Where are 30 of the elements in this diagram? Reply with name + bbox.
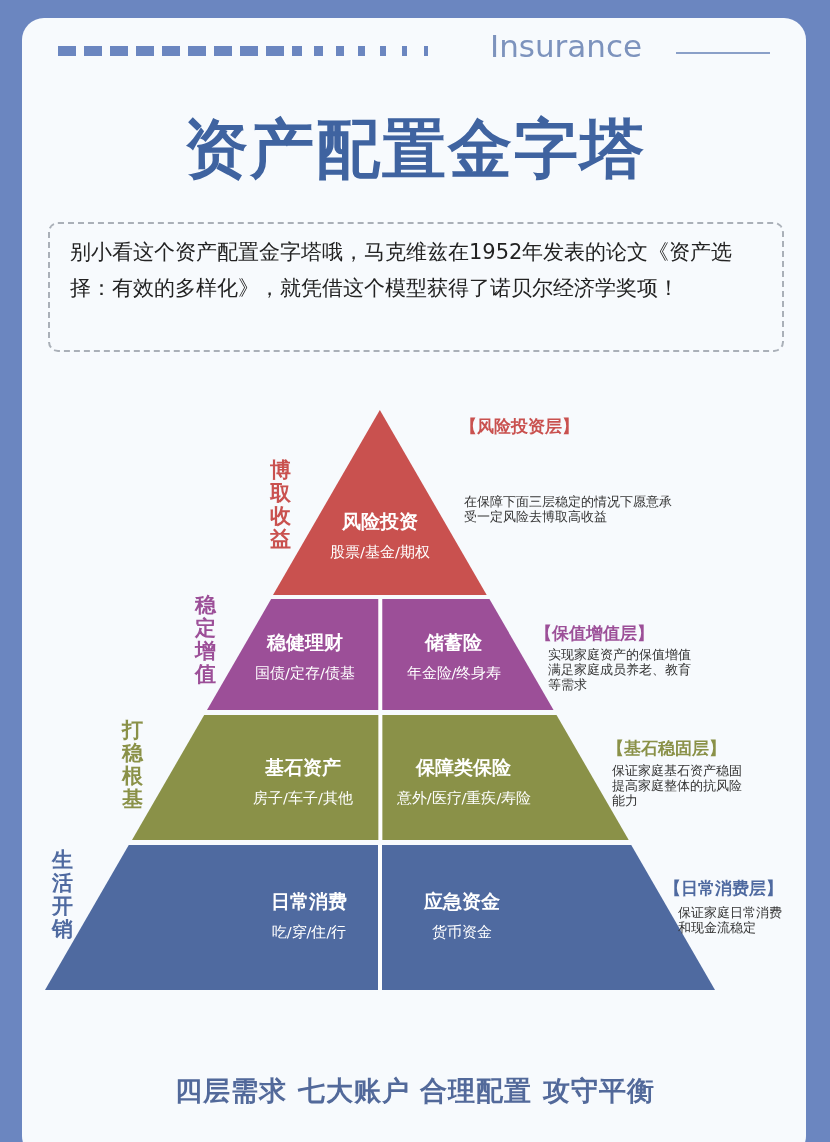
header-text: Insurance [490,28,643,64]
title: 资产配置金字塔 [183,111,647,188]
account-name: 风险投资 [342,508,418,534]
side-label: 稳定增值 [194,594,216,686]
tier-heading: 【基石稳固层】 [607,737,726,760]
account-items: 国债/定存/债基 [255,663,355,683]
caption: 四层需求 七大账户 合理配置 攻守平衡 [174,1074,656,1108]
tier-description: 实现家庭资产的保值增值满足家庭成员养老、教育等需求 [548,647,692,692]
side-label: 打稳根基 [121,719,143,811]
side-label: 博取收益 [269,459,291,551]
account-name: 应急资金 [424,888,500,914]
account-name: 稳健理财 [267,629,343,655]
account-name: 日常消费 [271,888,347,914]
account-items: 房子/车子/其他 [253,788,353,808]
account-items: 货币资金 [432,922,492,942]
account-name: 储蓄险 [425,629,483,655]
account-items: 意外/医疗/重疾/寿险 [396,788,532,808]
tier-description: 保证家庭日常消费和现金流稳定 [678,905,782,935]
account-items: 吃/穿/住/行 [271,922,347,942]
tier-description: 保证家庭基石资产稳固提高家庭整体的抗风险能力 [612,763,742,808]
tier-heading: 【保值增值层】 [535,622,654,645]
intro-note: 别小看这个资产配置金字塔哦，马克维兹在1952年发表的论文《资产选择：有效的多样化》，就凭借这个模型获得了诺贝尔经济学奖项！ [48,222,784,352]
account-items: 股票/基金/期权 [330,542,430,562]
tier-description: 在保障下面三层稳定的情况下愿意承受一定风险去博取高收益 [464,494,673,524]
tier-heading: 【风险投资层】 [460,415,579,438]
side-label: 生活开销 [51,849,73,941]
account-name: 保障类保险 [416,754,512,780]
tier-heading: 【日常消费层】 [664,877,783,900]
account-name: 基石资产 [265,754,341,780]
account-items: 年金险/终身寿 [406,663,502,683]
